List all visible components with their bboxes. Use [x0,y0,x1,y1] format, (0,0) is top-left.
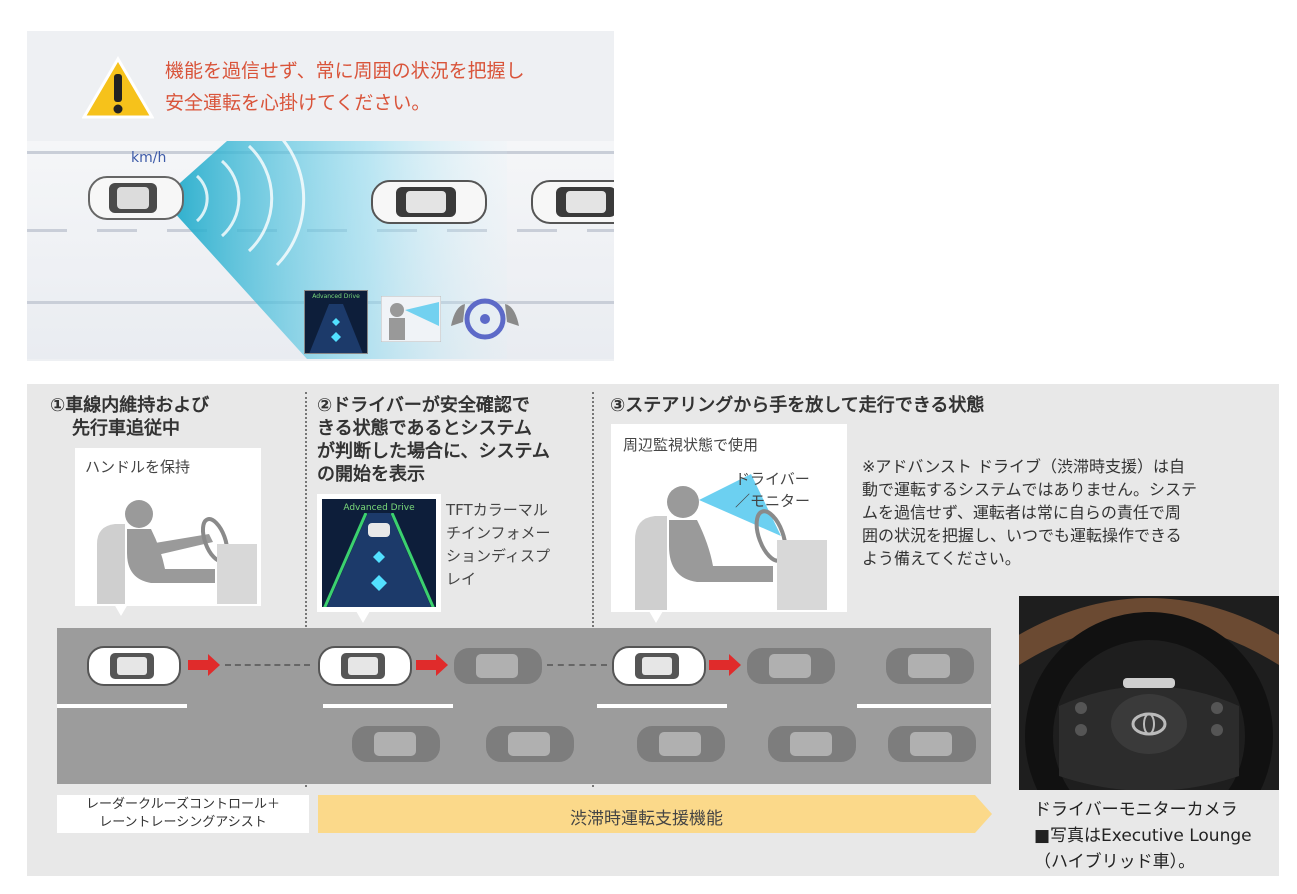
card-pointer [356,611,370,623]
caption-line3: （ハイブリッド車）。 [1034,852,1196,872]
speed-unit: km/h [131,150,167,166]
far-car-icon [531,180,614,224]
advanced-drive-display: Advanced Drive [322,499,436,607]
step1-card-label: ハンドルを保持 [85,458,191,476]
radar-cruise-bar-label: レーダークルーズコントロール＋ レーントレーシングアシスト [57,796,309,832]
driver-monitor-label: ドライバー ／モニター [735,468,810,512]
ego-car-icon [88,176,184,220]
follow-line [547,664,607,666]
step-separator [592,392,594,787]
steering-wheel-photo [1019,596,1279,790]
tft-display-label: TFTカラーマル チインフォメー ションディスプ レイ [446,499,551,591]
surrounding-car-icon [888,726,976,762]
step1-title: ①車線内維持および 先行車追従中 [50,394,209,440]
step-separator [305,392,307,787]
display-label: Advanced Drive [343,503,415,513]
ego-car-icon [318,646,412,686]
lane-divider [597,704,727,708]
warning-line-1: 機能を過信せず、常に周囲の状況を把握し [165,60,525,82]
surrounding-car-icon [637,726,725,762]
caption-line1: ドライバーモニターカメラ [1034,800,1238,820]
top-road: km/h Advanced Drive [27,141,614,359]
step2-title-line2: きる状態であるとシステム [317,418,532,439]
traffic-jam-assist-label: 渋滞時運転支援機能 [570,809,723,829]
lane-divider [857,704,991,708]
lane-divider [57,704,187,708]
surrounding-car-icon [768,726,856,762]
step1-title-line2: 先行車追従中 [72,418,180,439]
steering-wheel-icon [1019,596,1279,790]
step1-card: ハンドルを保持 [75,448,261,606]
card-pointer [114,604,128,616]
step2-title-line3: が判断した場合に、システム [317,441,550,462]
note-line2: 動で運転するシステムではありません。システ [862,480,1198,499]
step1-title-line1: ①車線内維持および [50,395,210,416]
note-line4: 囲の状況を把握し、いつでも運転操作できる [862,526,1182,545]
caption-line2: ■写真はExecutive Lounge [1034,826,1252,846]
hands-off-steering-icon [451,298,519,340]
bar-label-line2: レーントレーシングアシスト [99,815,267,830]
step3-card: 周辺監視状態で使用 ドライバー ／モニター [611,424,847,612]
follow-line [225,664,310,666]
step2-title-line1: ②ドライバーが安全確認で [317,395,530,416]
lane-divider [323,704,453,708]
lead-car-icon [371,180,487,224]
monitor-label-line1: ドライバー [735,470,810,488]
note-line3: ムを過信せず、運転者は常に自らの責任で周 [862,503,1181,522]
warning-scene-panel: 機能を過信せず、常に周囲の状況を把握し 安全運転を心掛けてください。 [27,31,614,361]
advanced-drive-display-icon: Advanced Drive [304,290,368,354]
step2-title-line4: の開始を表示 [317,464,425,485]
surrounding-car-icon [886,648,974,684]
photo-caption: ドライバーモニターカメラ ■写真はExecutive Lounge （ハイブリッ… [1034,797,1252,875]
note-line1: ※アドバンスト ドライブ（渋滞時支援）は自 [862,457,1185,476]
step3-title: ③ステアリングから手を放して走行できる状態 [610,395,985,416]
warning-triangle-icon [82,56,154,119]
card-pointer [649,611,663,623]
bar-label-line1: レーダークルーズコントロール＋ [86,797,280,812]
tft-label-line4: レイ [446,570,477,588]
warning-message: 機能を過信せず、常に周囲の状況を把握し 安全運転を心掛けてください。 [165,55,525,119]
note-line5: よう備えてください。 [862,549,1021,568]
red-arrow-icon [709,654,741,676]
tft-label-line2: チインフォメー [446,524,551,542]
red-arrow-icon [416,654,448,676]
driver-hands-on-icon [97,500,257,604]
surrounding-car-icon [486,726,574,762]
ego-car-icon [87,646,181,686]
driver-monitor-icon [381,296,441,342]
tft-label-line1: TFTカラーマル [446,501,548,519]
surrounding-car-icon [747,648,835,684]
step3-card-label: 周辺監視状態で使用 [623,436,759,454]
monitor-label-line2: ／モニター [735,492,811,510]
disclaimer-note: ※アドバンスト ドライブ（渋滞時支援）は自 動で運転するシステムではありません。… [862,455,1197,570]
step2-title: ②ドライバーが安全確認で きる状態であるとシステム が判断した場合に、システム … [317,394,550,486]
tft-label-line3: ションディスプ [446,547,550,565]
display-label: Advanced Drive [312,293,360,300]
driver-hands-off-icon [635,474,827,610]
surrounding-car-icon [454,648,542,684]
ego-car-icon [612,646,706,686]
radar-cruise-bar: レーダークルーズコントロール＋ レーントレーシングアシスト [57,795,309,833]
warning-line-2: 安全運転を心掛けてください。 [165,92,431,114]
traffic-jam-assist-bar: 渋滞時運転支援機能 [318,795,992,833]
surrounding-car-icon [352,726,440,762]
red-arrow-icon [188,654,220,676]
step2-card: Advanced Drive [317,494,441,612]
